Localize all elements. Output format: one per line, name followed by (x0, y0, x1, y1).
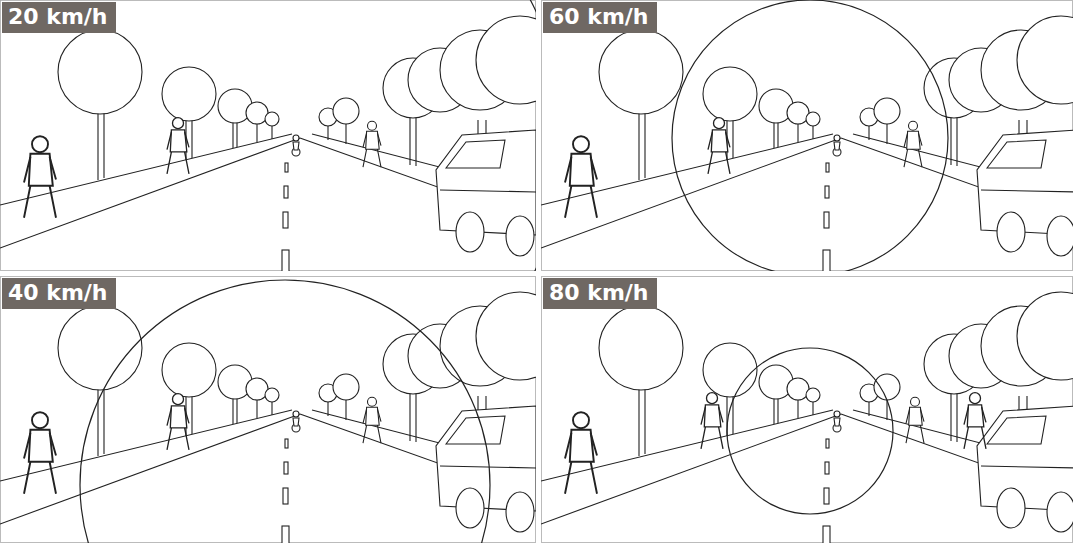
speed-text: 80 km/h (549, 280, 649, 305)
speed-label: 60 km/h (543, 2, 657, 33)
pedestrian (701, 393, 723, 449)
pedestrian (167, 394, 189, 450)
speed-label: 20 km/h (2, 2, 116, 33)
street-scene (0, 292, 536, 543)
pedestrian (964, 393, 986, 449)
field-of-vision (672, 0, 948, 271)
field-of-vision (80, 280, 490, 543)
speed-text: 60 km/h (549, 4, 649, 29)
field-of-vision (0, 0, 536, 271)
panel (541, 0, 1073, 271)
pedestrian (363, 397, 381, 443)
field-of-vision (727, 348, 893, 514)
pedestrian (24, 136, 56, 218)
pedestrian (904, 121, 922, 167)
pedestrian (708, 118, 730, 174)
pedestrian (565, 136, 597, 218)
speed-text: 20 km/h (8, 4, 108, 29)
panel (0, 0, 536, 271)
pedestrian (24, 412, 56, 494)
street-scene (541, 292, 1073, 543)
pedestrian (906, 397, 924, 443)
street-scene (0, 16, 536, 271)
panel (0, 280, 536, 543)
speed-label: 80 km/h (543, 278, 657, 309)
speed-text: 40 km/h (8, 280, 108, 305)
street-scene (541, 16, 1073, 271)
pedestrian (363, 121, 381, 167)
pedestrian (565, 412, 597, 494)
speed-label: 40 km/h (2, 278, 116, 309)
pedestrian (167, 118, 189, 174)
panel (541, 292, 1073, 543)
